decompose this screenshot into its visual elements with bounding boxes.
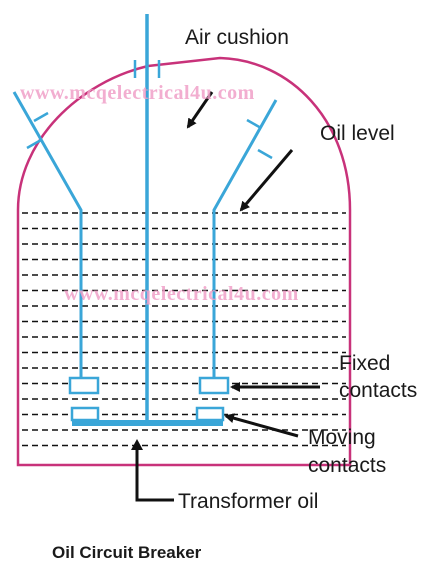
- air-cushion-arrow: [186, 91, 214, 129]
- diagram-caption: Oil Circuit Breaker: [52, 543, 202, 562]
- oil-level-arrow: [239, 149, 294, 212]
- label-moving-contacts-line2: contacts: [308, 454, 386, 477]
- label-fixed-contacts-line1: Fixed: [339, 352, 390, 375]
- left-bushing-upper: [33, 111, 49, 123]
- transformer-oil-lines: [22, 212, 346, 447]
- left-terminal-conductor: [12, 91, 83, 380]
- label-fixed-contacts-line2: contacts: [339, 379, 417, 402]
- watermark-middle: www.mcqelectrical4u.com: [64, 283, 299, 305]
- fixed-contact-left: [68, 376, 100, 395]
- watermark-top: www.mcqelectrical4u.com: [20, 82, 255, 104]
- right-bushing-lower: [257, 148, 273, 160]
- label-transformer-oil: Transformer oil: [178, 490, 318, 513]
- label-air-cushion: Air cushion: [185, 26, 289, 49]
- moving-contact-bar: [72, 420, 223, 426]
- label-moving-contacts-line1: Moving: [308, 426, 376, 449]
- label-oil-level: Oil level: [320, 122, 395, 145]
- fixed-contact-right: [198, 376, 230, 395]
- left-bushing-lower: [26, 138, 42, 150]
- moving-contact-right: [195, 406, 225, 422]
- right-bushing-upper: [246, 118, 262, 130]
- moving-contacts-arrow: [224, 413, 299, 438]
- moving-contact-left: [70, 406, 100, 422]
- transformer-oil-arrowhead: [131, 439, 143, 450]
- transformer-oil-leader: [135, 445, 174, 502]
- tank-outline: [16, 56, 352, 467]
- right-terminal-conductor: [212, 99, 278, 380]
